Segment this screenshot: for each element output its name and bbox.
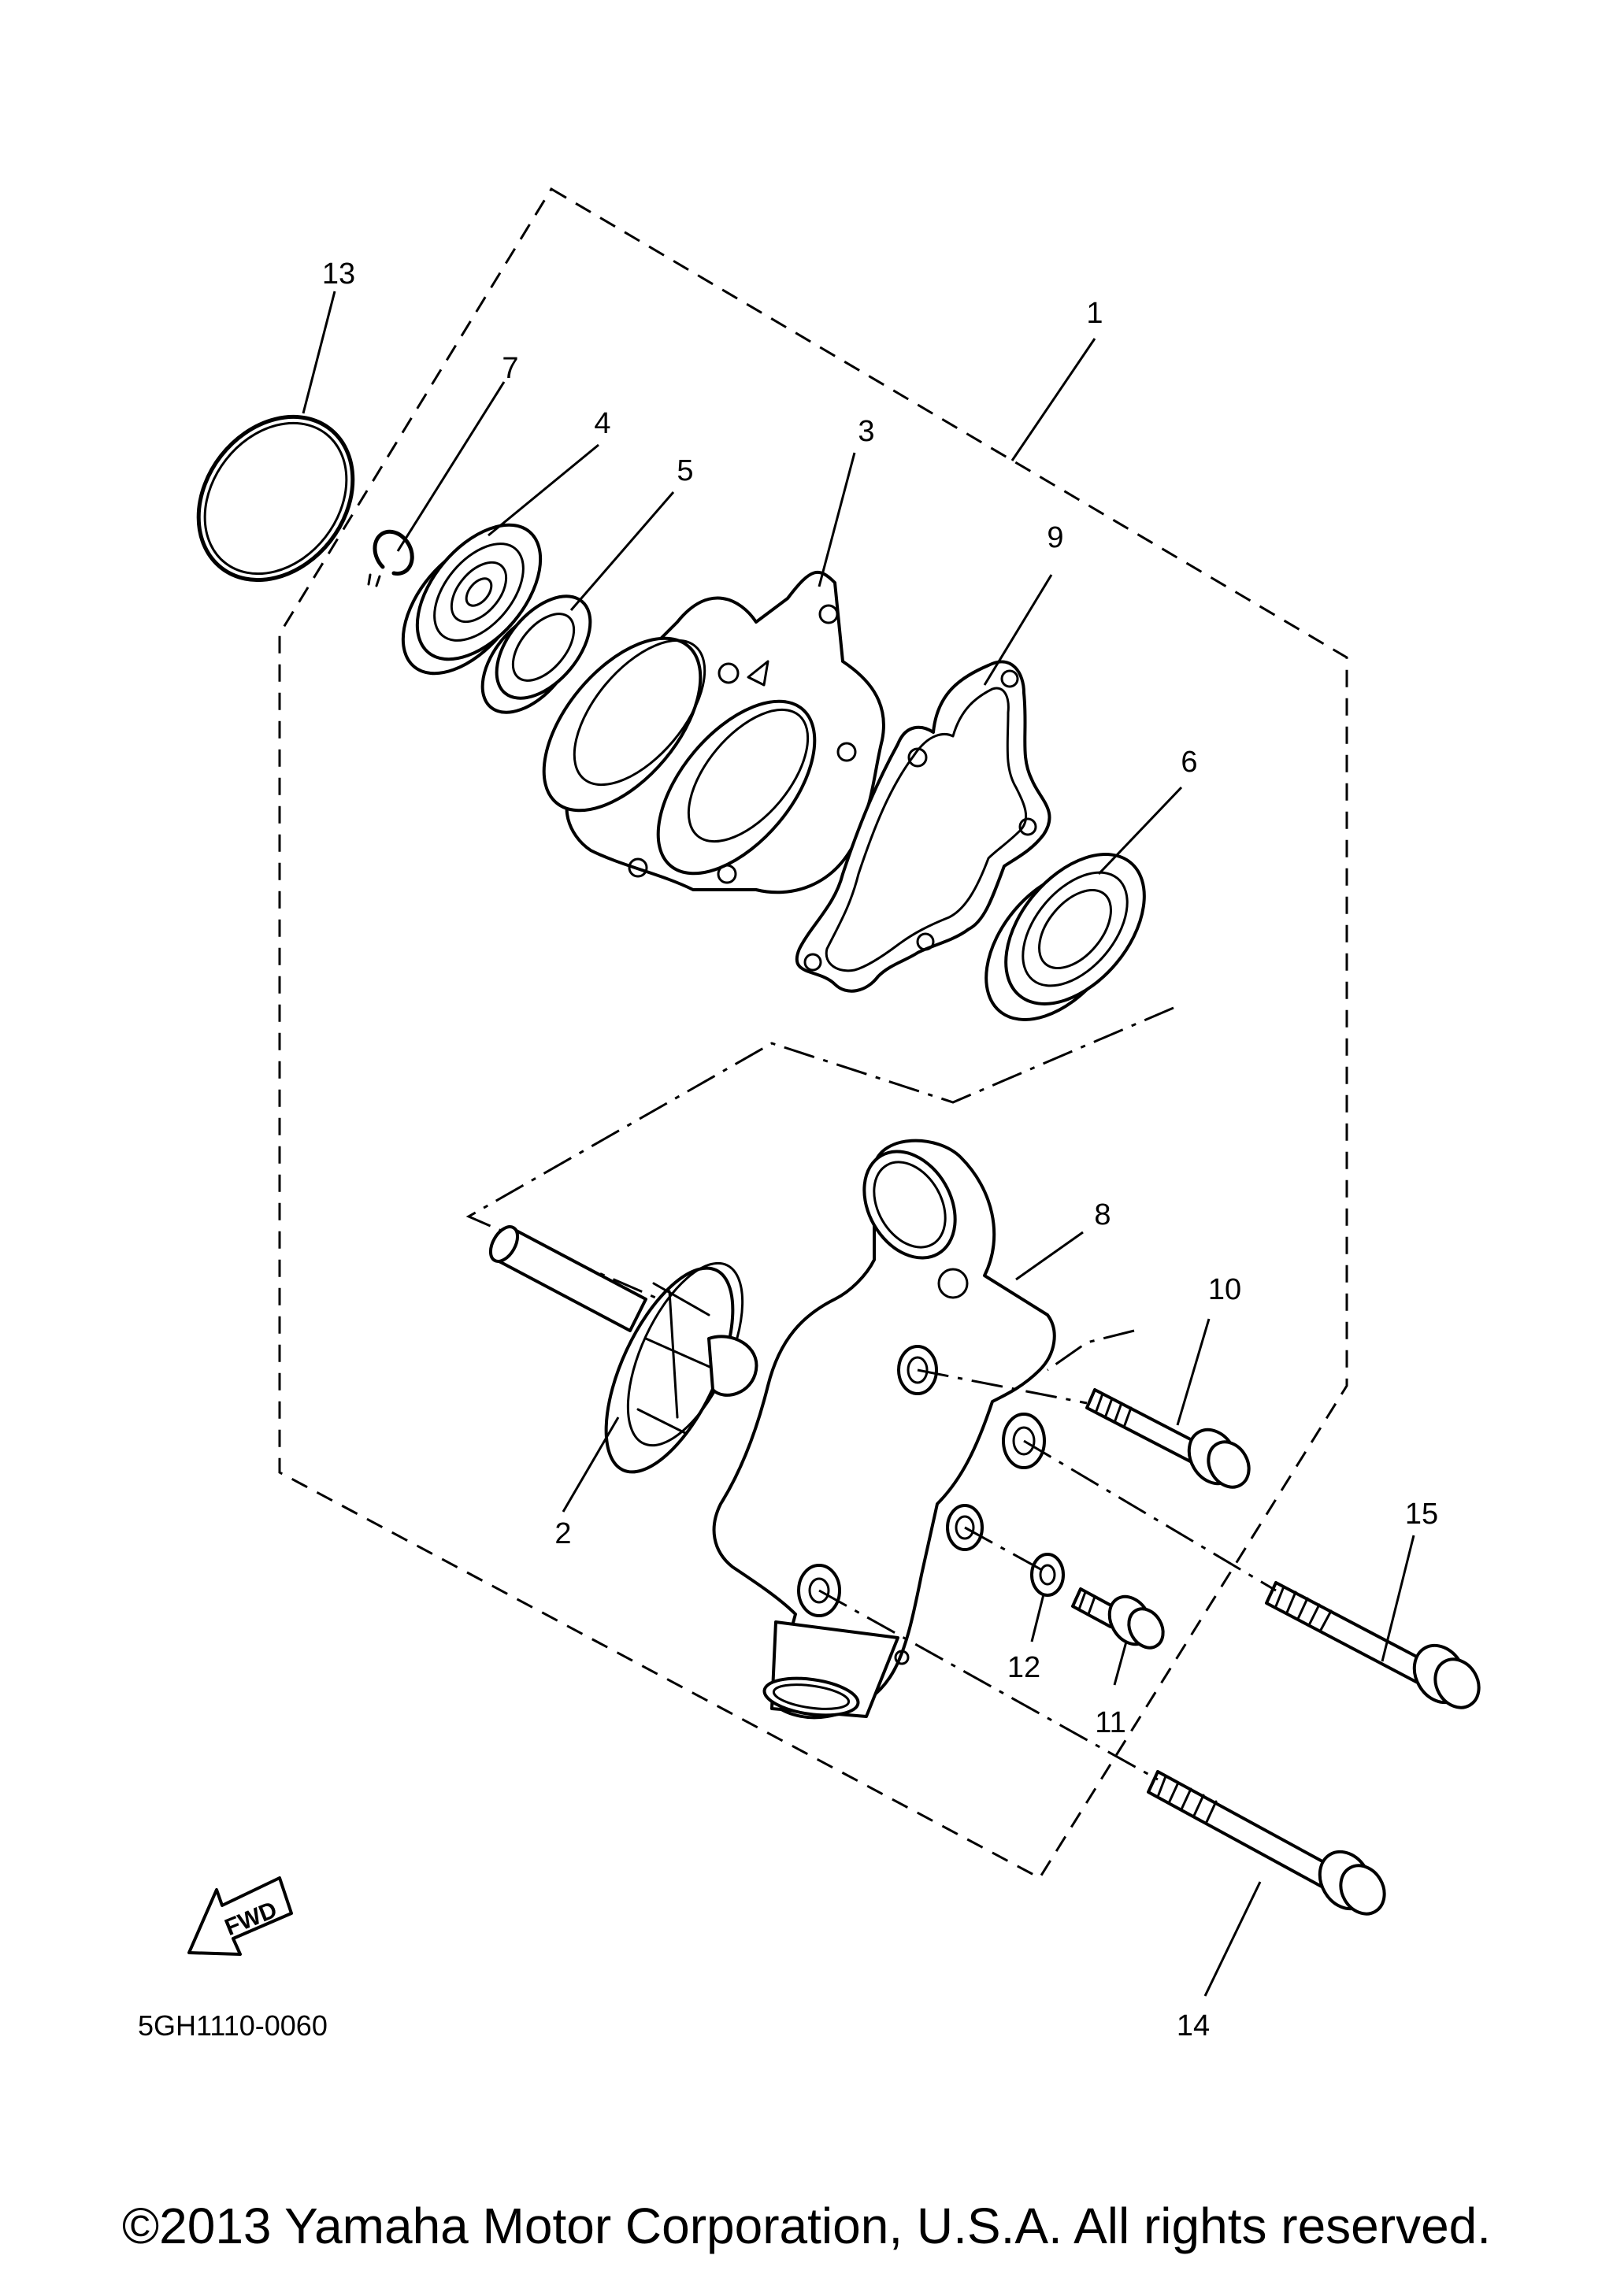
part-13-o-ring	[196, 414, 355, 583]
part-6-oil-seal	[984, 853, 1146, 1021]
copyright-notice: ©2013 Yamaha Motor Corporation, U.S.A. A…	[121, 2198, 1492, 2254]
part-15-bolt	[1265, 1581, 1481, 1709]
callout-7: 7	[502, 352, 518, 385]
part-3-housing-cover	[542, 570, 885, 894]
part-2-impeller	[488, 1225, 758, 1474]
part-14-bolt	[1147, 1770, 1386, 1916]
callout-10: 10	[1208, 1273, 1241, 1306]
part-9-gasket	[795, 660, 1051, 993]
callout-4: 4	[594, 407, 610, 440]
part-8-pump-housing	[712, 1139, 1056, 1720]
part-10-bolt	[1085, 1388, 1251, 1489]
callout-numbers: 1 2 3 4 5 6 7 8 9 10 11 12 13 14 15	[322, 257, 1438, 2042]
callout-6: 6	[1181, 746, 1197, 779]
callout-9: 9	[1047, 521, 1063, 554]
callout-8: 8	[1094, 1198, 1111, 1231]
callout-13: 13	[322, 257, 355, 291]
part-12-washer	[1030, 1553, 1065, 1597]
leader-lines	[302, 291, 1415, 1997]
part-11-bolt	[1071, 1587, 1165, 1650]
callout-15: 15	[1405, 1498, 1438, 1531]
callout-1: 1	[1086, 297, 1103, 330]
drawing-code: 5GH1110-0060	[138, 2009, 328, 2042]
callout-2: 2	[554, 1517, 571, 1550]
callout-14: 14	[1177, 2009, 1210, 2042]
callout-11: 11	[1095, 1706, 1125, 1739]
bolt-alignment-lines	[818, 1329, 1277, 1781]
callout-3: 3	[858, 415, 874, 448]
fwd-arrow-icon: FWD	[187, 1876, 293, 1956]
part-7-circlip	[367, 529, 414, 587]
part-4-bearing	[401, 523, 543, 676]
assembly-boundary	[278, 187, 1348, 1879]
callout-12: 12	[1007, 1651, 1040, 1684]
callout-5: 5	[677, 454, 693, 487]
part-5-oil-seal	[480, 594, 592, 714]
